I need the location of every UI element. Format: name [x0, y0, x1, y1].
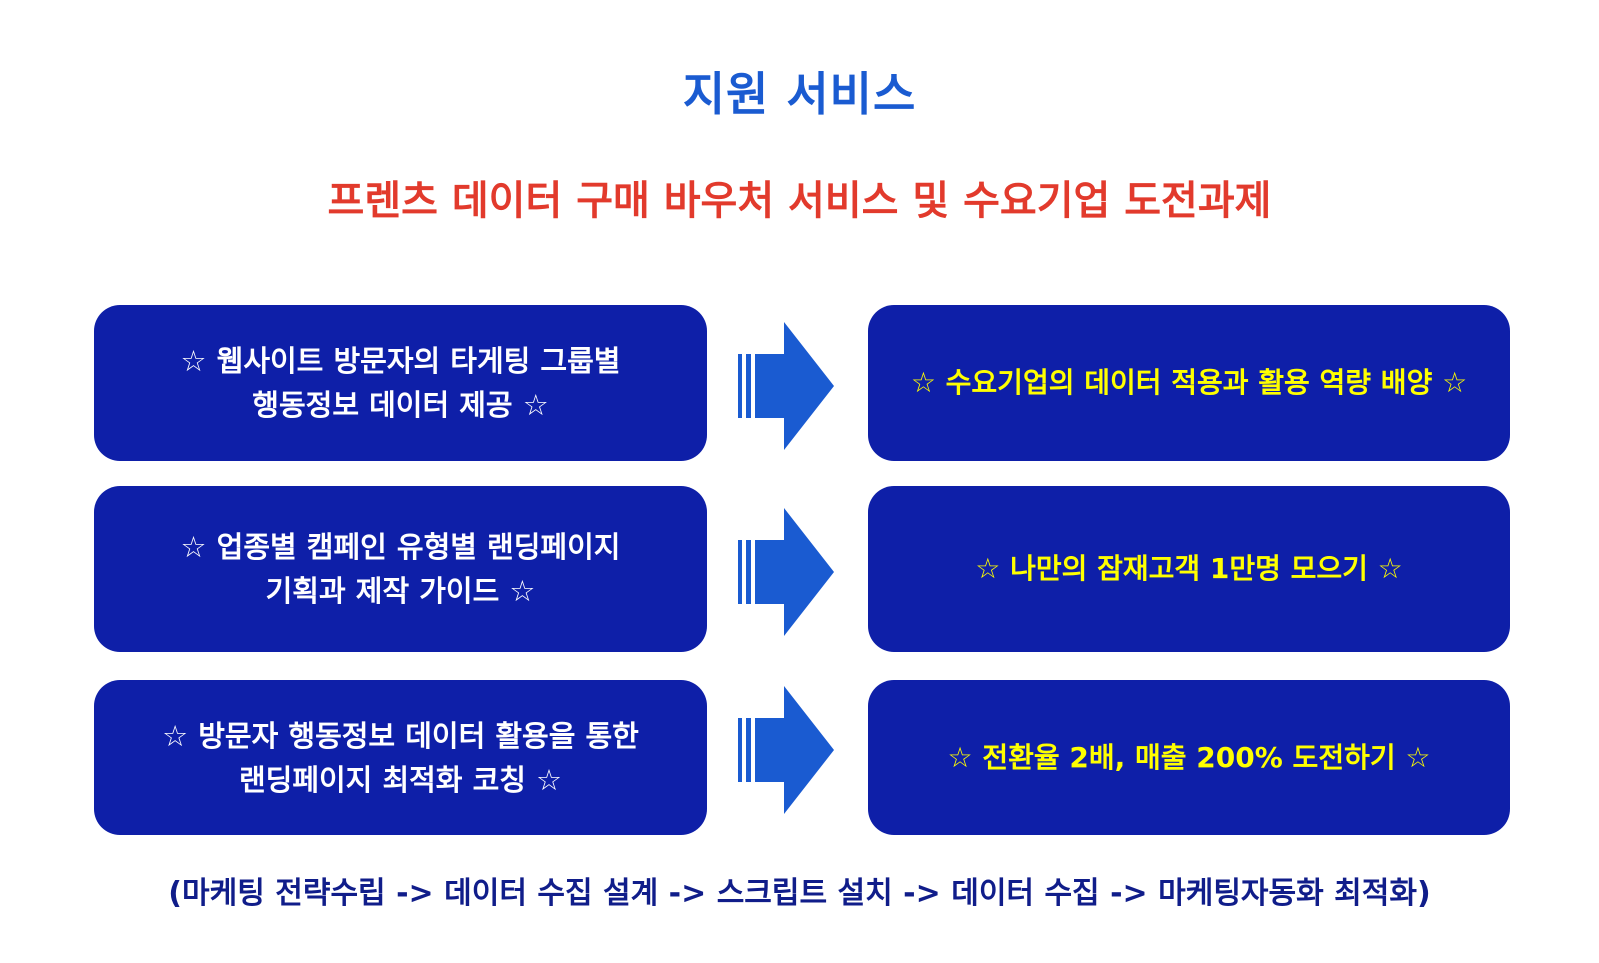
service-text-3-line2: 랜딩페이지 최적화 코칭 ☆ — [238, 762, 563, 797]
service-text-2-line2: 기획과 제작 가이드 ☆ — [265, 574, 536, 608]
service-box-3: ☆ 방문자 행동정보 데이터 활용을 통한 랜딩페이지 최적화 코칭 ☆ — [94, 680, 707, 835]
service-text-1-line2: 행동정보 데이터 제공 ☆ — [252, 388, 549, 422]
service-text-1: ☆ 웹사이트 방문자의 타게팅 그룹별 행동정보 데이터 제공 ☆ — [181, 339, 621, 427]
goal-box-2: ☆ 나만의 잠재고객 1만명 모으기 ☆ — [868, 486, 1510, 652]
goal-text-1: ☆ 수요기업의 데이터 적용과 활용 역량 배양 ☆ — [910, 366, 1468, 399]
page-title: 지원 서비스 — [682, 67, 917, 121]
service-box-1: ☆ 웹사이트 방문자의 타게팅 그룹별 행동정보 데이터 제공 ☆ — [94, 305, 707, 461]
service-text-1-line1: ☆ 웹사이트 방문자의 타게팅 그룹별 — [180, 344, 621, 378]
goal-box-3: ☆ 전환율 2배, 매출 200% 도전하기 ☆ — [868, 680, 1510, 835]
service-text-3-line1: ☆ 방문자 행동정보 데이터 활용을 통한 — [162, 718, 639, 753]
right-arrow-icon — [738, 686, 834, 814]
service-box-2: ☆ 업종별 캠페인 유형별 랜딩페이지 기획과 제작 가이드 ☆ — [94, 486, 707, 652]
goal-text-2: ☆ 나만의 잠재고객 1만명 모으기 ☆ — [975, 552, 1403, 585]
right-arrow-icon — [738, 322, 834, 450]
service-text-2-line1: ☆ 업종별 캠페인 유형별 랜딩페이지 — [180, 530, 621, 564]
service-text-3: ☆ 방문자 행동정보 데이터 활용을 통한 랜딩페이지 최적화 코칭 ☆ — [162, 714, 639, 802]
goal-box-1: ☆ 수요기업의 데이터 적용과 활용 역량 배양 ☆ — [868, 305, 1510, 461]
service-text-2: ☆ 업종별 캠페인 유형별 랜딩페이지 기획과 제작 가이드 ☆ — [181, 525, 621, 613]
process-flow-footer: (마케팅 전략수립 -> 데이터 수집 설계 -> 스크립트 설치 -> 데이터… — [168, 876, 1431, 911]
page-subtitle: 프렌츠 데이터 구매 바우처 서비스 및 수요기업 도전과제 — [327, 178, 1272, 224]
goal-text-3: ☆ 전환율 2배, 매출 200% 도전하기 ☆ — [947, 740, 1431, 774]
right-arrow-icon — [738, 508, 834, 636]
